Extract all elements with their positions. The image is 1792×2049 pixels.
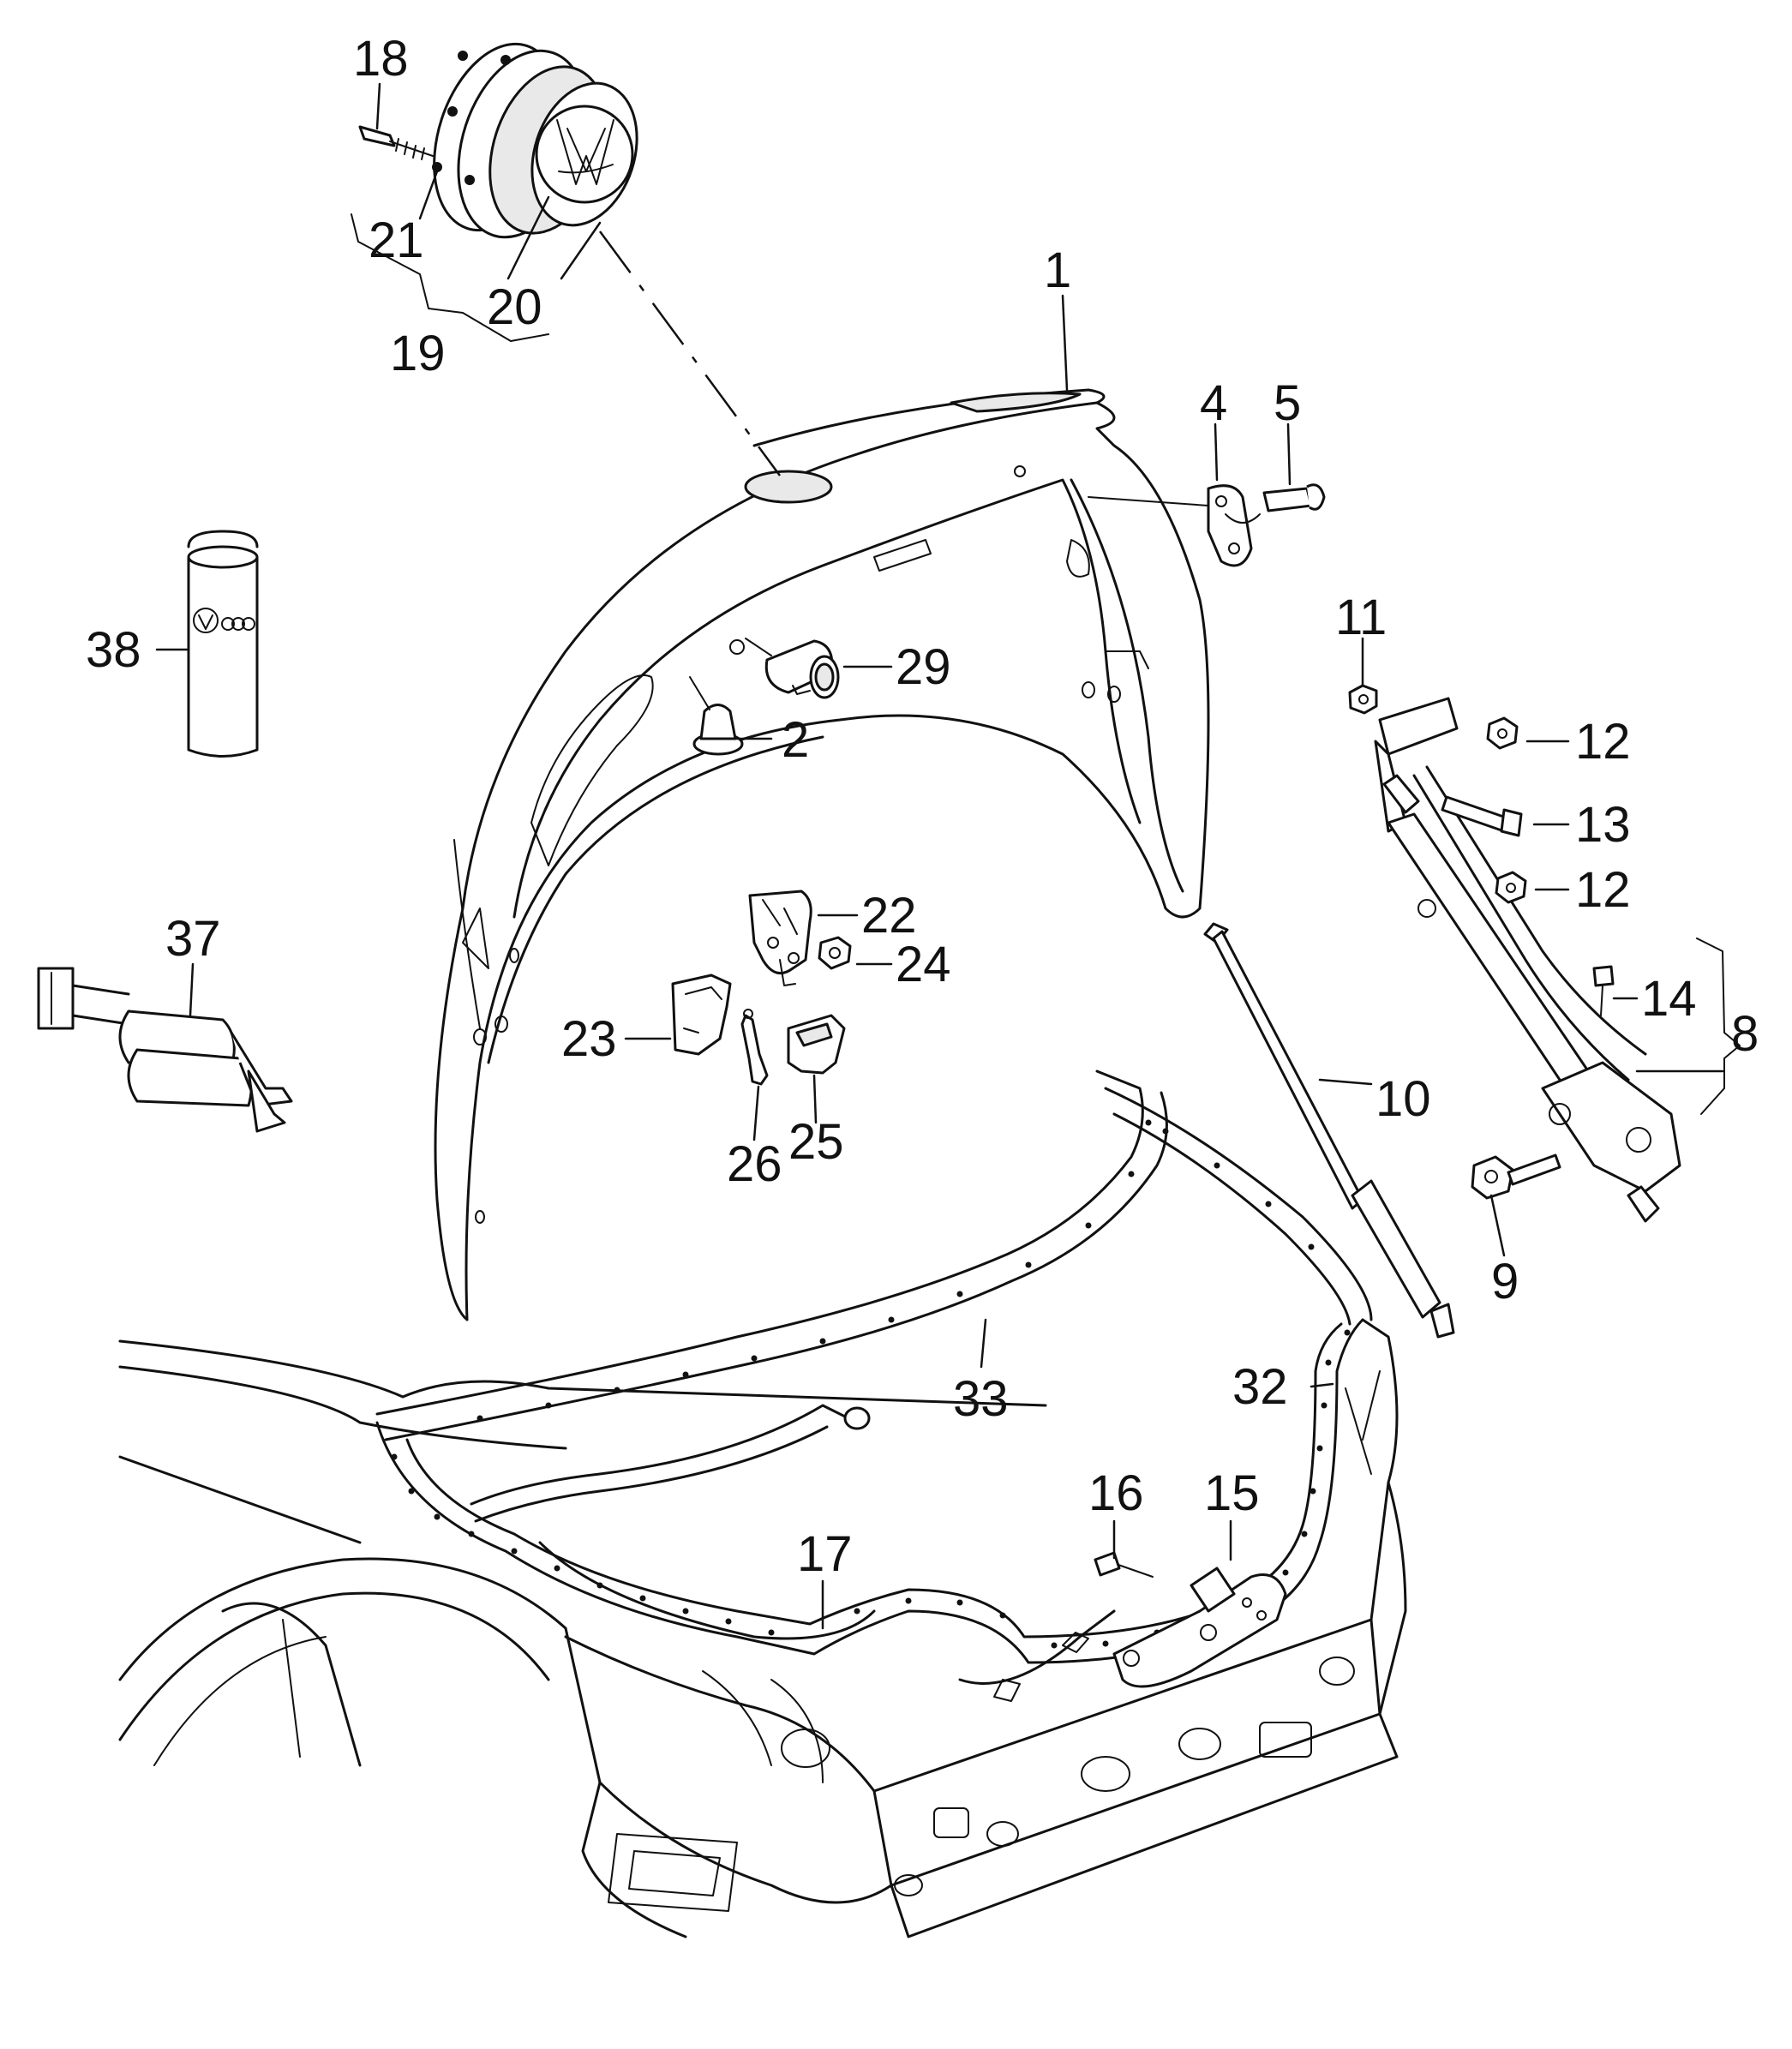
- callout-15: 15: [1204, 1465, 1260, 1521]
- callout-12-bottom: 12: [1575, 862, 1631, 918]
- callout-37: 37: [165, 911, 221, 967]
- latch-bracket: [1094, 1551, 1287, 1688]
- callout-24: 24: [896, 937, 951, 992]
- trunk-lid: [434, 388, 1210, 1321]
- callout-26: 26: [727, 1136, 782, 1192]
- callout-18: 18: [353, 31, 409, 87]
- callout-16: 16: [1088, 1465, 1144, 1521]
- callout-33: 33: [953, 1371, 1009, 1427]
- lock-cylinder: [745, 638, 840, 699]
- callout-10: 10: [1375, 1071, 1431, 1127]
- leader-lines: [155, 82, 1724, 1630]
- vw-logo-icon: [535, 105, 634, 204]
- hinge-assembly: [1348, 684, 1681, 1223]
- adhesive-cartridge: [37, 967, 293, 1133]
- callout-32: 32: [1232, 1359, 1288, 1415]
- emblem-line: [598, 231, 782, 476]
- callout-9: 9: [1491, 1254, 1519, 1309]
- callout-11: 11: [1335, 590, 1387, 645]
- callout-17: 17: [797, 1526, 853, 1582]
- callout-13: 13: [1575, 797, 1631, 853]
- deck-lid-seal-33: [375, 1069, 1373, 1441]
- callout-14: 14: [1641, 971, 1697, 1027]
- trunk-wiring: [470, 1404, 1116, 1702]
- emblem-assembly: [358, 42, 638, 239]
- callout-4: 4: [1200, 375, 1227, 431]
- callout-22: 22: [861, 888, 917, 944]
- rear-body-structure: [118, 1318, 1407, 1938]
- gas-strut: [1203, 922, 1455, 1339]
- rubber-buffer: [689, 676, 744, 756]
- striker-plate: [1088, 483, 1326, 567]
- callout-21: 21: [369, 213, 424, 268]
- callout-8: 8: [1731, 1006, 1759, 1062]
- group-brackets: [351, 213, 1741, 1115]
- callout-20: 20: [487, 279, 542, 335]
- callout-5: 5: [1274, 375, 1301, 431]
- trunk-lock: [671, 890, 852, 1086]
- callout-38: 38: [86, 622, 141, 678]
- callout-19: 19: [390, 326, 446, 381]
- callout-12-top: 12: [1575, 714, 1631, 770]
- touch-up-paint-can: [187, 530, 259, 758]
- seal-flange-dots: [391, 1329, 1351, 1649]
- callout-23: 23: [561, 1011, 617, 1067]
- callout-labels: 1 2 4 5 8 9 10 11 12 13 12 14 15 16 17 1…: [86, 31, 1759, 1582]
- callout-25: 25: [788, 1114, 844, 1170]
- callout-2: 2: [782, 712, 809, 768]
- callout-29: 29: [896, 639, 951, 695]
- callout-1: 1: [1044, 243, 1071, 298]
